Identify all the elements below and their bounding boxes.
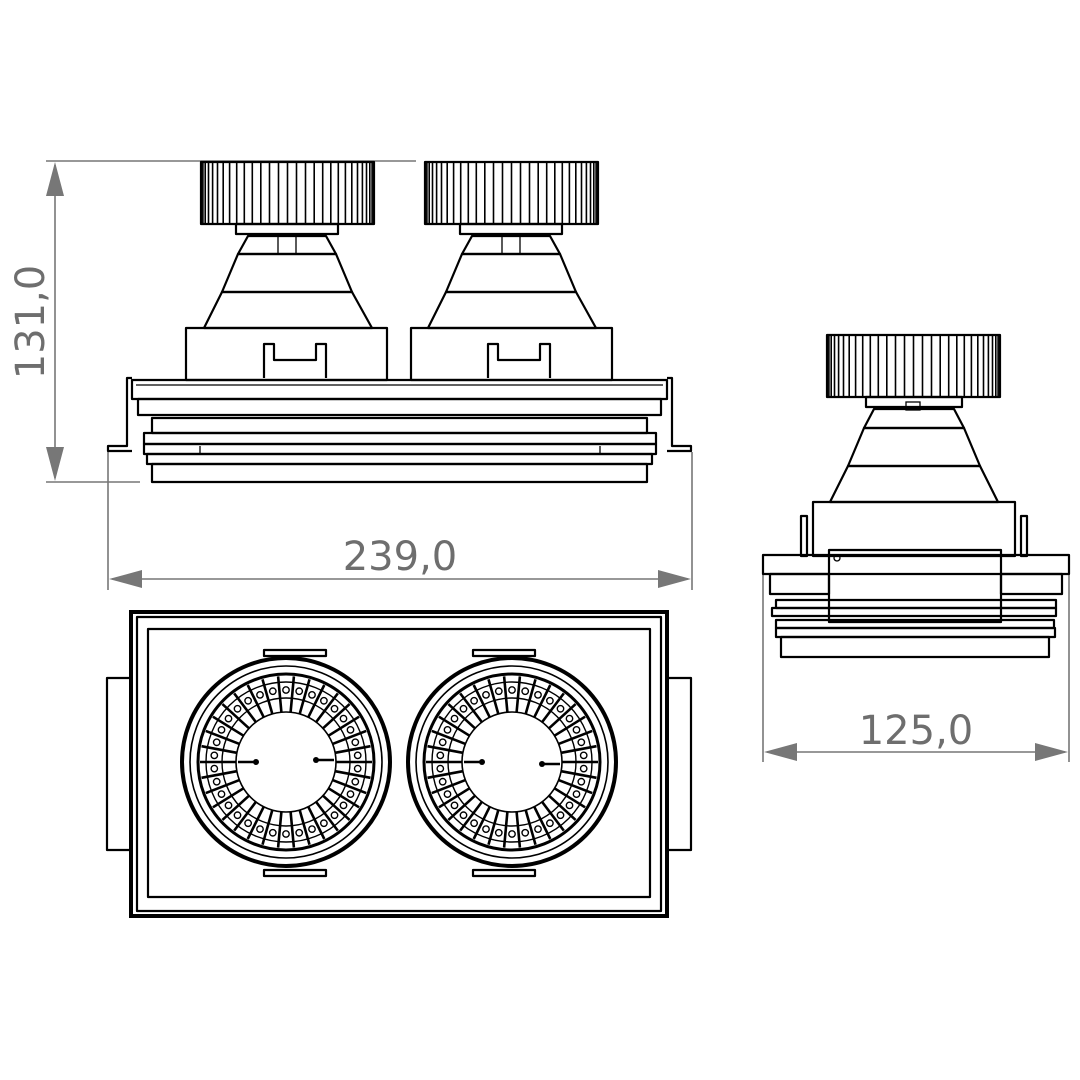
height-dimension: 131,0 — [8, 160, 416, 483]
depth-dimension: 125,0 — [762, 575, 1070, 762]
heat-sink-side — [825, 333, 1002, 399]
lamp-face-left — [180, 656, 392, 868]
width-dimension-label: 239,0 — [343, 534, 458, 580]
front-view — [106, 160, 693, 484]
heat-sink-left — [199, 160, 376, 226]
heat-sink-right — [423, 160, 600, 226]
lamp-face-right — [406, 656, 618, 868]
side-view — [761, 333, 1071, 659]
width-dimension: 239,0 — [107, 452, 693, 590]
depth-dimension-label: 125,0 — [859, 708, 974, 754]
top-view — [105, 610, 693, 918]
height-dimension-label: 131,0 — [8, 265, 54, 380]
